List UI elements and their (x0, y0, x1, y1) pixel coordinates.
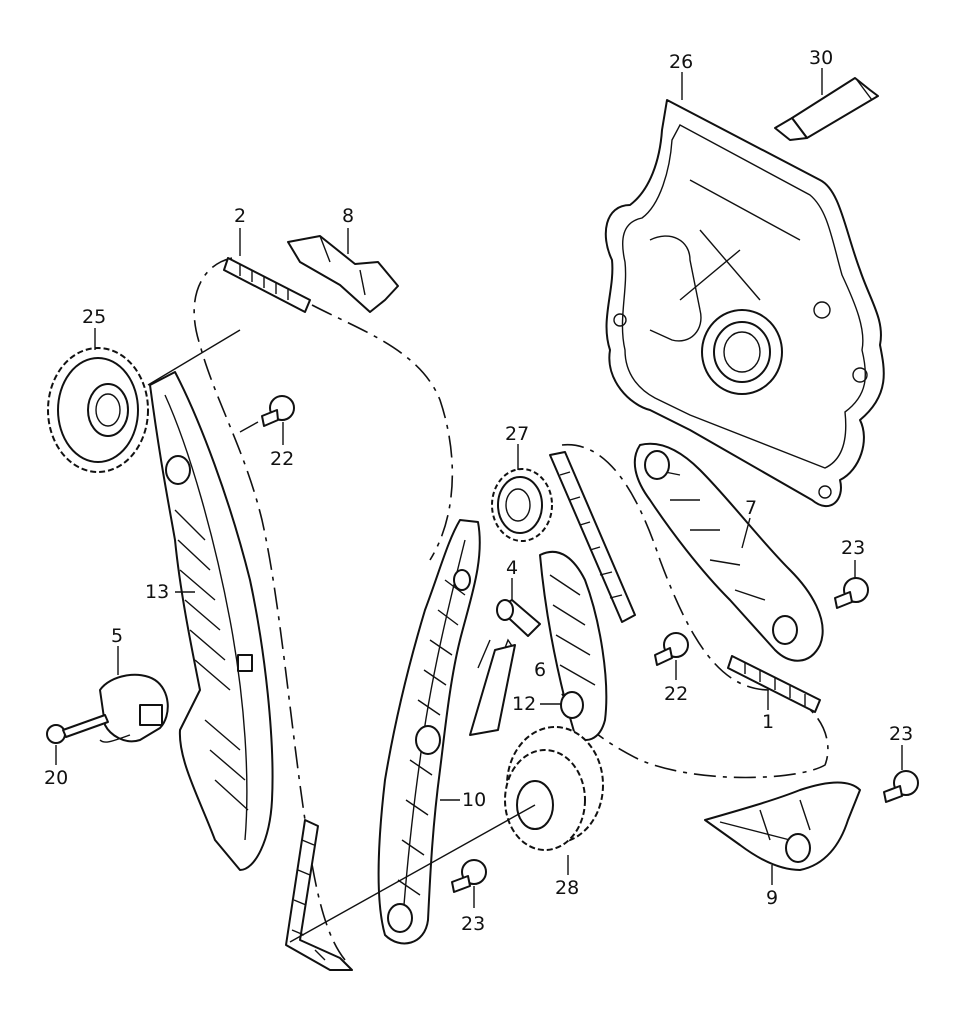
crankshaft-sprocket (504, 726, 604, 851)
sleeve-6 (469, 638, 516, 736)
callout-4: 4 (506, 557, 518, 579)
callout-22-upper: 22 (270, 448, 294, 470)
callout-26: 26 (669, 51, 693, 73)
tensioning-rail-left (149, 371, 274, 871)
bolt-22-upper (261, 395, 295, 427)
bolt-22-lower (654, 632, 689, 666)
callout-5: 5 (111, 625, 123, 647)
short-guide-rail (539, 550, 608, 741)
pin-4 (496, 599, 541, 637)
callout-6: 6 (534, 659, 546, 681)
callout-23-right-lower: 23 (889, 723, 913, 745)
callout-23-bottom: 23 (461, 913, 485, 935)
callout-13: 13 (145, 581, 169, 603)
callout-10: 10 (462, 789, 486, 811)
leader-lines (55, 68, 903, 943)
guide-rail-center (377, 519, 481, 945)
chain-guide-lower (704, 781, 861, 871)
callout-12: 12 (512, 693, 536, 715)
chain-tensioner (99, 673, 169, 743)
bolt-23-bottom (451, 859, 487, 893)
callout-7: 7 (745, 497, 757, 519)
chain-guide-upper (287, 235, 399, 313)
chain-path-upper-right (311, 304, 454, 561)
chain-segment-mid (549, 451, 636, 623)
bolt-20 (46, 714, 109, 744)
callout-22-lower: 22 (664, 683, 688, 705)
callout-1: 1 (762, 711, 774, 733)
sealant-tube (774, 77, 879, 141)
callout-20: 20 (44, 767, 68, 789)
bolt-23-right-mid (834, 577, 869, 609)
sprocket-27 (491, 468, 553, 542)
callout-9: 9 (766, 887, 778, 909)
chain-segment-upper (223, 257, 311, 313)
callout-27: 27 (505, 423, 529, 445)
timing-cover (604, 99, 885, 507)
callout-23-right-mid: 23 (841, 537, 865, 559)
callout-8: 8 (342, 205, 354, 227)
chain-segment-1 (727, 655, 821, 713)
tensioning-rail-right (633, 442, 824, 662)
chain-path-upper (193, 257, 346, 961)
callout-28: 28 (555, 877, 579, 899)
callout-25: 25 (82, 306, 106, 328)
callout-30: 30 (809, 47, 833, 69)
chain-segment-lower (285, 819, 353, 971)
callout-2: 2 (234, 205, 246, 227)
bolt-23-right-lower (883, 770, 919, 803)
camshaft-sprocket (47, 347, 149, 473)
